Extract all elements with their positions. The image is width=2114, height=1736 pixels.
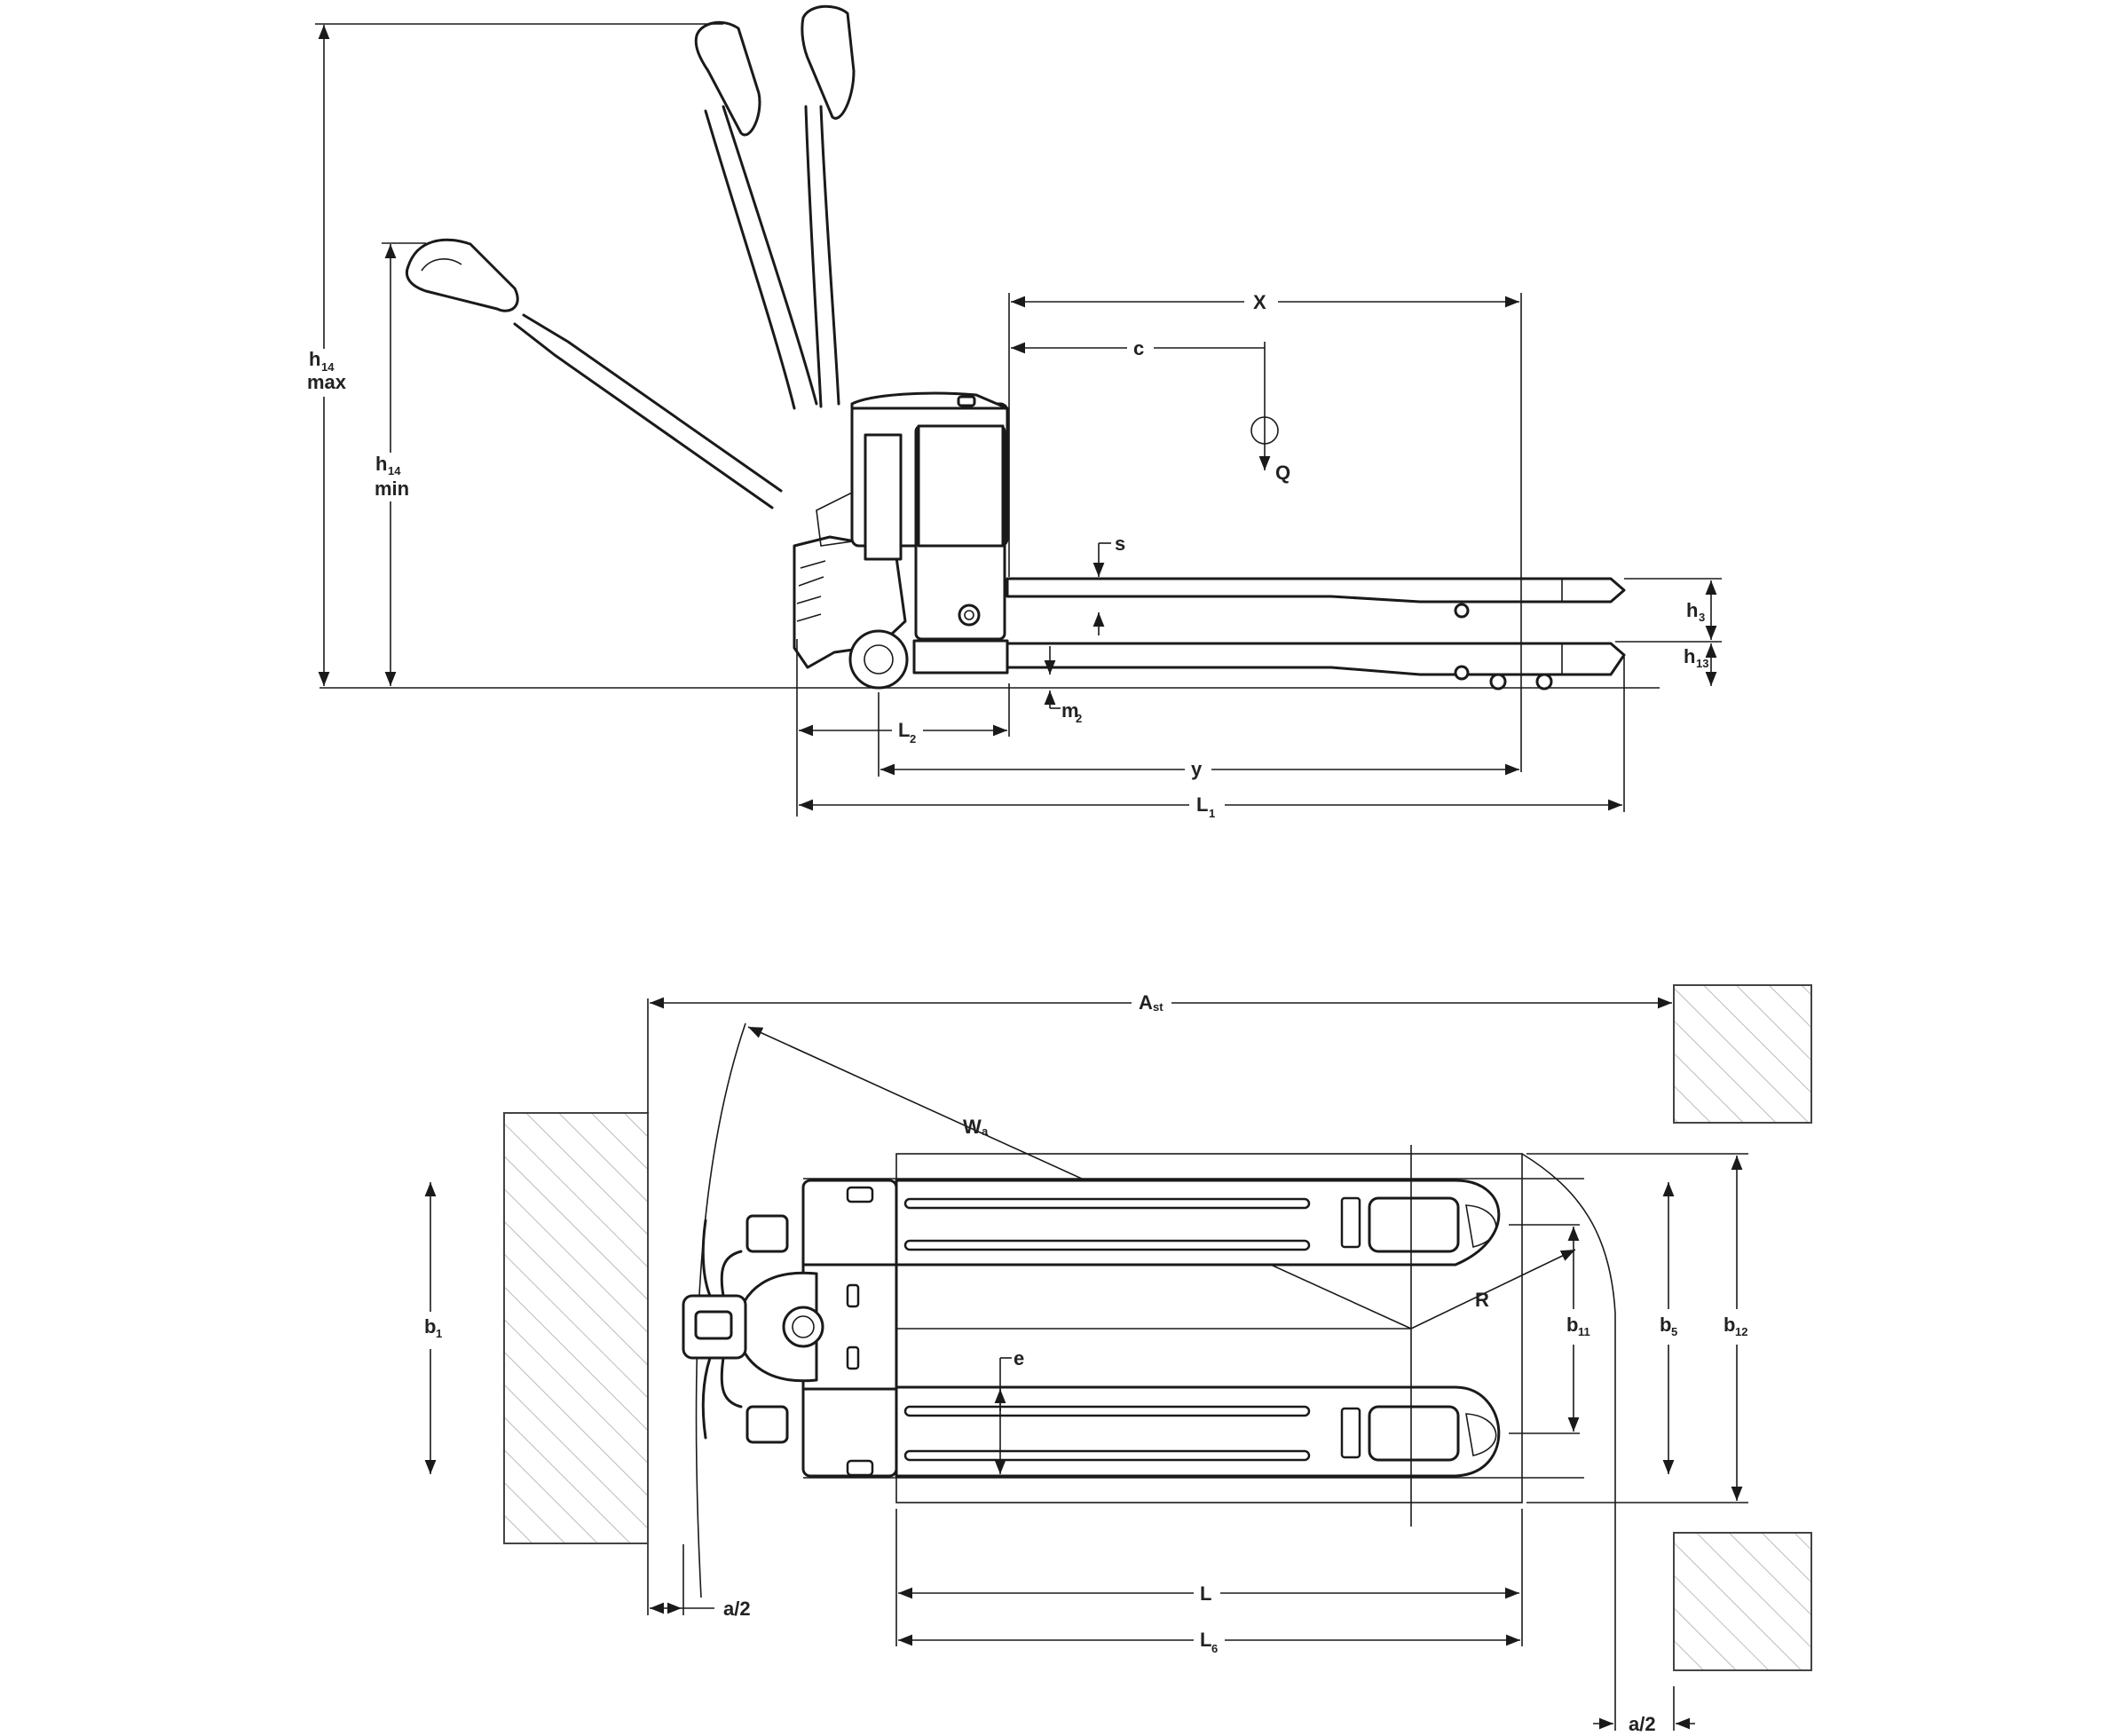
label-min: min <box>375 477 409 500</box>
label-R: R <box>1475 1289 1489 1311</box>
label-c: c <box>1133 337 1144 359</box>
top-view: A st W a R b 1 b 11 b 5 b 12 e <box>424 984 1812 1735</box>
chassis-pin <box>958 604 981 627</box>
label-h13: h <box>1684 645 1695 667</box>
side-view: h 14 max h 14 min X c Q s h 3 h 1 <box>307 4 1722 820</box>
label-b1: b <box>424 1315 436 1338</box>
tiller-handle-mid <box>694 20 818 410</box>
label-L6: L <box>1200 1629 1211 1651</box>
svg-text:st: st <box>1153 1000 1163 1014</box>
tiller-handle-vertical <box>801 4 856 408</box>
obstacle-bottom-right <box>1673 1532 1812 1671</box>
label-a2-right: a/2 <box>1629 1713 1656 1735</box>
label-h3: h <box>1686 599 1698 621</box>
svg-text:2: 2 <box>910 732 916 746</box>
label-s: s <box>1115 533 1125 555</box>
label-b11: b <box>1566 1314 1578 1336</box>
forks-side <box>1006 577 1626 690</box>
label-e: e <box>1014 1347 1024 1369</box>
label-m2: m <box>1061 699 1079 722</box>
label-a2-left: a/2 <box>723 1598 751 1620</box>
svg-text:2: 2 <box>1076 712 1082 725</box>
obstacle-top-right <box>1673 984 1812 1124</box>
label-h14-min: h <box>375 453 387 475</box>
svg-text:6: 6 <box>1211 1642 1218 1655</box>
label-Ast: A <box>1139 991 1153 1014</box>
svg-text:11: 11 <box>1578 1325 1590 1338</box>
label-b12: b <box>1724 1314 1735 1336</box>
svg-text:13: 13 <box>1696 657 1708 670</box>
label-max: max <box>307 371 347 393</box>
label-L2: L <box>898 719 910 741</box>
svg-text:14: 14 <box>321 360 335 374</box>
label-Q: Q <box>1275 462 1290 484</box>
label-y: y <box>1191 758 1203 780</box>
label-h14-max: h <box>309 348 320 370</box>
drive-wheel <box>848 629 909 690</box>
label-X: X <box>1253 291 1266 313</box>
drive-unit <box>793 391 1009 669</box>
svg-text:5: 5 <box>1671 1325 1677 1338</box>
label-Wa: W <box>963 1116 982 1138</box>
svg-text:12: 12 <box>1735 1325 1747 1338</box>
forks-top <box>895 1179 1501 1478</box>
label-L1: L <box>1196 793 1208 816</box>
turning-arc <box>695 1022 746 1598</box>
svg-text:1: 1 <box>436 1327 442 1340</box>
svg-text:1: 1 <box>1209 807 1215 820</box>
tiller-handle-lowered <box>405 238 783 509</box>
svg-text:a: a <box>982 1124 989 1138</box>
svg-text:3: 3 <box>1699 611 1705 624</box>
label-b5: b <box>1660 1314 1671 1336</box>
svg-text:14: 14 <box>388 464 401 477</box>
label-L: L <box>1200 1582 1211 1605</box>
pallet-left <box>503 1112 649 1544</box>
tiller-head-top <box>682 1214 824 1444</box>
